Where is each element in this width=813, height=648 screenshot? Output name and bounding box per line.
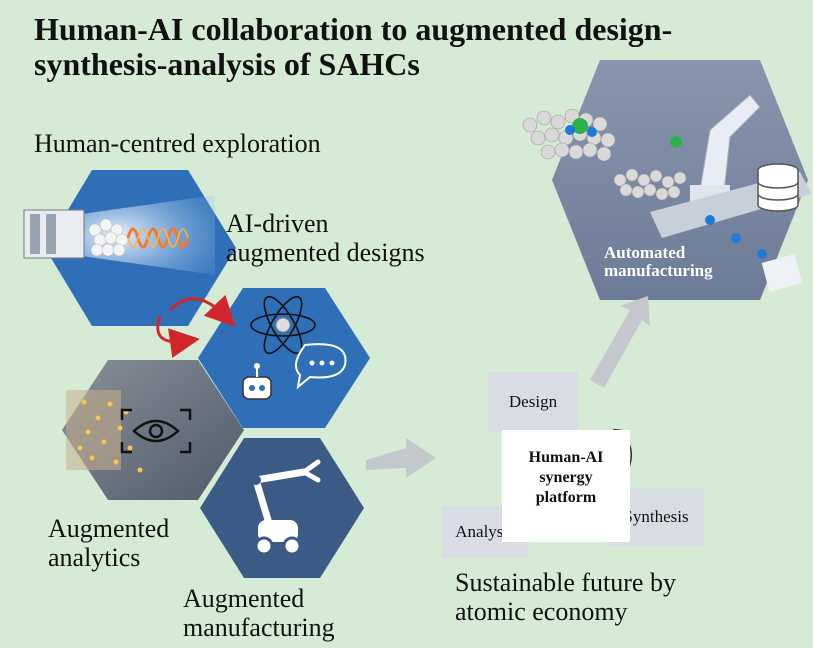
analytics-label: Augmented analytics: [48, 514, 169, 572]
analytics-hexagon: [62, 360, 244, 500]
manufacturing-label-line2: manufacturing: [183, 613, 335, 642]
manufacturing-label-line1: Augmented: [183, 584, 305, 613]
arrow-to-platform: [366, 438, 436, 478]
future-label-line2: atomic economy: [455, 597, 628, 626]
cycle-arrow-left: [156, 315, 200, 358]
platform-line1: Human-AI: [528, 449, 604, 466]
platform-line2: synergy: [539, 469, 593, 486]
diagram-title: Human-AI collaboration to augmented desi…: [34, 11, 673, 82]
analytics-label-line2: analytics: [48, 543, 141, 572]
manufacturing-hexagon: [200, 438, 364, 578]
exploration-label: Human-centred exploration: [34, 129, 321, 158]
automated-label-line1: Automated: [604, 243, 686, 262]
exploration-hexagon: [23, 170, 236, 326]
design-box: Design: [488, 372, 578, 432]
cycle-arrow-right: [168, 294, 236, 327]
platform-line3: platform: [535, 489, 597, 506]
automated-hexagon: [522, 60, 812, 300]
manufacturing-label: Augmented manufacturing: [183, 584, 335, 642]
ai-design-hexagon: [198, 288, 370, 428]
arrow-to-automation: [590, 296, 650, 388]
ai-design-label-line1: AI-driven: [226, 209, 329, 238]
automated-label-line2: manufacturing: [604, 261, 713, 280]
automated-label: Automated manufacturing: [604, 244, 713, 280]
future-label-line1: Sustainable future by: [455, 568, 676, 597]
synergy-platform: Human-AI synergy platform: [502, 430, 630, 542]
analytics-label-line1: Augmented: [48, 514, 170, 543]
ai-design-label: AI-driven augmented designs: [226, 209, 425, 267]
future-label: Sustainable future by atomic economy: [455, 568, 676, 626]
ai-design-label-line2: augmented designs: [226, 238, 425, 267]
